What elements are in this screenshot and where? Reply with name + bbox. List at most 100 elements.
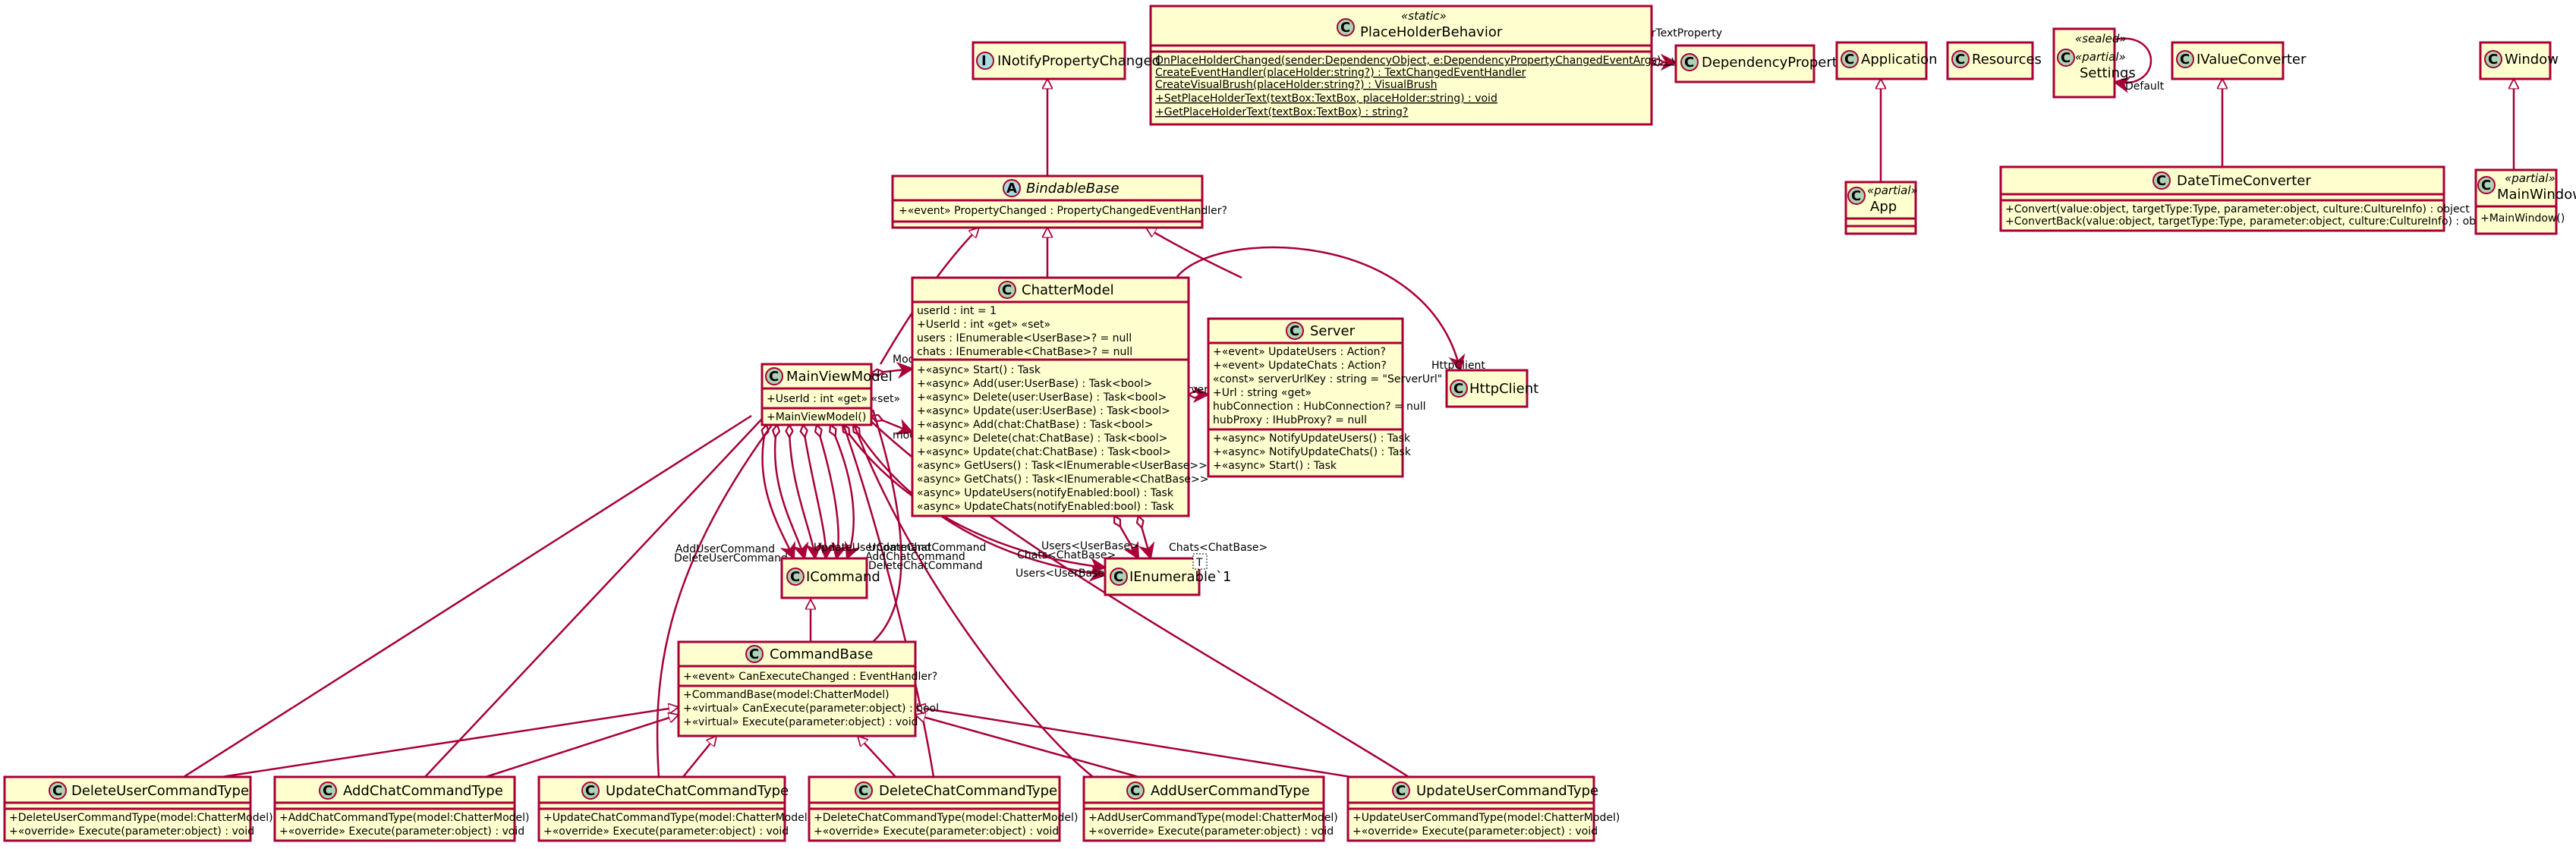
deletechatcommandtype-method-1: +DeleteChatCommandType(model:ChatterMode… [814, 812, 1078, 824]
mainwindow-method: +MainWindow() [2480, 212, 2565, 225]
class-ienumerable: C IEnumerable`1 T [1104, 553, 1232, 596]
class-deletechatcommandtype: C DeleteChatCommandType +DeleteChatComma… [808, 775, 1078, 842]
class-addchatcommandtype: C AddChatCommandType +AddChatCommandType… [273, 775, 530, 842]
svg-text:C: C [1851, 188, 1861, 204]
window-name: Window [2505, 52, 2559, 68]
deleteusercommandtype-name: DeleteUserCommandType [71, 783, 249, 799]
app-name: App [1870, 199, 1897, 215]
commandbase-method-3: +«virtual» Execute(parameter:object) : v… [683, 716, 918, 728]
svg-text:C: C [585, 783, 595, 799]
edge-mvm-icommand-3 [789, 425, 815, 558]
edge-mvm-updatechat [656, 421, 776, 778]
edge-chatter-ienumerable-1 [1138, 516, 1151, 558]
label-chats-chatbase-2: Chats<ChatBase> [1169, 542, 1268, 554]
app-stereotype: «partial» [1867, 184, 1918, 197]
svg-text:C: C [323, 783, 332, 799]
class-app: C «partial» App [1844, 181, 1918, 235]
httpclient-name: HttpClient [1469, 381, 1538, 397]
edge-chatter-ienumerable-2 [1114, 516, 1138, 558]
svg-text:I: I [981, 53, 987, 69]
commandbase-name: CommandBase [770, 646, 873, 662]
class-commandbase: C CommandBase +«event» CanExecuteChanged… [677, 640, 939, 737]
svg-text:C: C [1340, 20, 1350, 36]
placeholderbehavior-method-4: +SetPlaceHolderText(textBox:TextBox, pla… [1155, 93, 1497, 105]
addchatcommandtype-method-1: +AddChatCommandType(model:ChatterModel) [279, 812, 530, 824]
class-inotifypropertychanged: I INotifyPropertyChanged [972, 41, 1160, 80]
placeholderbehavior-stereotype: «static» [1401, 9, 1447, 23]
chattermodel-method-2: +«async» Add(user:UserBase) : Task<bool> [917, 378, 1152, 390]
server-field-4: +Url : string «get» [1213, 387, 1312, 399]
chattermodel-method-7: +«async» Update(chat:ChatBase) : Task<bo… [917, 446, 1171, 458]
commandbase-method-2: +«virtual» CanExecute(parameter:object) … [683, 703, 939, 715]
settings-name: Settings [2080, 65, 2136, 81]
edge-labels: PlaceHolderTextProperty Default HttpClie… [674, 27, 2165, 580]
mainviewmodel-field: +UserId : int «get» «set» [767, 393, 900, 405]
placeholderbehavior-method-1: OnPlaceHolderChanged(sender:DependencyOb… [1155, 55, 1694, 67]
svg-text:C: C [1844, 52, 1854, 68]
chattermodel-field-2: +UserId : int «get» «set» [917, 319, 1050, 331]
class-ivalueconverter: C IValueConverter [2171, 41, 2307, 80]
svg-text:C: C [1955, 52, 1965, 68]
svg-text:C: C [2180, 52, 2190, 68]
settings-stereotype-partial: «partial» [2075, 50, 2126, 64]
svg-text:C: C [1453, 381, 1463, 397]
chattermodel-method-11: «async» UpdateChats(notifyEnabled:bool) … [917, 501, 1175, 513]
edge-mvm-commandbase [871, 409, 902, 643]
edge-deletechat-commandbase [858, 736, 896, 778]
svg-text:C: C [790, 569, 800, 585]
svg-text:C: C [2061, 50, 2071, 66]
svg-text:C: C [1130, 783, 1140, 799]
resources-name: Resources [1972, 52, 2042, 68]
svg-text:C: C [1290, 323, 1299, 339]
edge-mvm-icommand-5 [817, 425, 839, 558]
edge-mvm-deletechat [841, 421, 935, 778]
class-addusercommandtype: C AddUserCommandType +AddUserCommandType… [1082, 775, 1338, 842]
svg-text:A: A [1006, 181, 1017, 197]
bindablebase-name: BindableBase [1026, 181, 1120, 197]
edge-mvm-ienumerable-2 [853, 425, 1105, 575]
chattermodel-field-4: chats : IEnumerable<ChatBase>? = null [917, 346, 1132, 358]
datetimeconverter-method-1: +Convert(value:object, targetType:Type, … [2005, 203, 2470, 215]
server-method-2: +«async» NotifyUpdateChats() : Task [1213, 446, 1412, 458]
svg-text:C: C [2156, 173, 2166, 189]
class-updateusercommandtype: C UpdateUserCommandType +UpdateUserComma… [1346, 775, 1620, 842]
edge-chatter-httpclient [1176, 246, 1466, 373]
class-application: C Application [1835, 41, 1938, 80]
placeholderbehavior-method-3: CreateVisualBrush(placeHolder:string?) :… [1155, 79, 1437, 91]
chattermodel-field-3: users : IEnumerable<UserBase>? = null [917, 332, 1132, 344]
placeholderbehavior-method-5: +GetPlaceHolderText(textBox:TextBox) : s… [1155, 106, 1408, 118]
label-add-chat-command: AddChatCommand [865, 551, 965, 563]
datetimeconverter-method-2: +ConvertBack(value:object, targetType:Ty… [2005, 215, 2496, 228]
chattermodel-method-10: «async» UpdateUsers(notifyEnabled:bool) … [917, 487, 1174, 499]
relationship-edges [183, 37, 2514, 778]
deletechatcommandtype-name: DeleteChatCommandType [879, 783, 1057, 799]
placeholderbehavior-name: PlaceHolderBehavior [1360, 24, 1503, 40]
server-field-3: «const» serverUrlKey : string = "ServerU… [1213, 373, 1442, 385]
addusercommandtype-method-1: +AddUserCommandType(model:ChatterModel) [1088, 812, 1338, 824]
server-field-1: +«event» UpdateUsers : Action? [1213, 346, 1386, 358]
server-field-2: +«event» UpdateChats : Action? [1213, 360, 1387, 372]
addusercommandtype-name: AddUserCommandType [1151, 783, 1310, 799]
label-delete-user-command: DeleteUserCommand [674, 552, 788, 564]
label-delete-chat-command: DeleteChatCommand [868, 560, 983, 572]
class-mainwindow: C «partial» MainWindow +MainWindow() [2474, 168, 2576, 235]
ienumerable-param: T [1195, 557, 1203, 569]
application-name: Application [1861, 52, 1938, 68]
svg-text:C: C [769, 369, 779, 385]
label-add-user-command: AddUserCommand [675, 543, 775, 555]
svg-text:C: C [1396, 783, 1406, 799]
edge-mainviewmodel-model [871, 369, 912, 373]
mainviewmodel-method: +MainViewModel() [767, 411, 866, 423]
server-field-5: hubConnection : HubConnection? = null [1213, 401, 1426, 413]
placeholderbehavior-method-2: CreateEventHandler(placeHolder:string?) … [1155, 67, 1526, 79]
icommand-name: ICommand [806, 569, 880, 585]
ivalueconverter-name: IValueConverter [2197, 52, 2307, 68]
addchatcommandtype-method-2: +«override» Execute(parameter:object) : … [279, 825, 524, 838]
commandbase-field: +«event» CanExecuteChanged : EventHandle… [683, 671, 937, 683]
class-window: C Window [2479, 41, 2559, 80]
svg-text:C: C [52, 783, 62, 799]
updatechatcommandtype-name: UpdateChatCommandType [606, 783, 789, 799]
dependencyproperty-name: DependencyProperty [1702, 55, 1846, 71]
updatechatcommandtype-method-2: +«override» Execute(parameter:object) : … [543, 825, 789, 838]
class-updatechatcommandtype: C UpdateChatCommandType +UpdateChatComma… [537, 775, 811, 842]
